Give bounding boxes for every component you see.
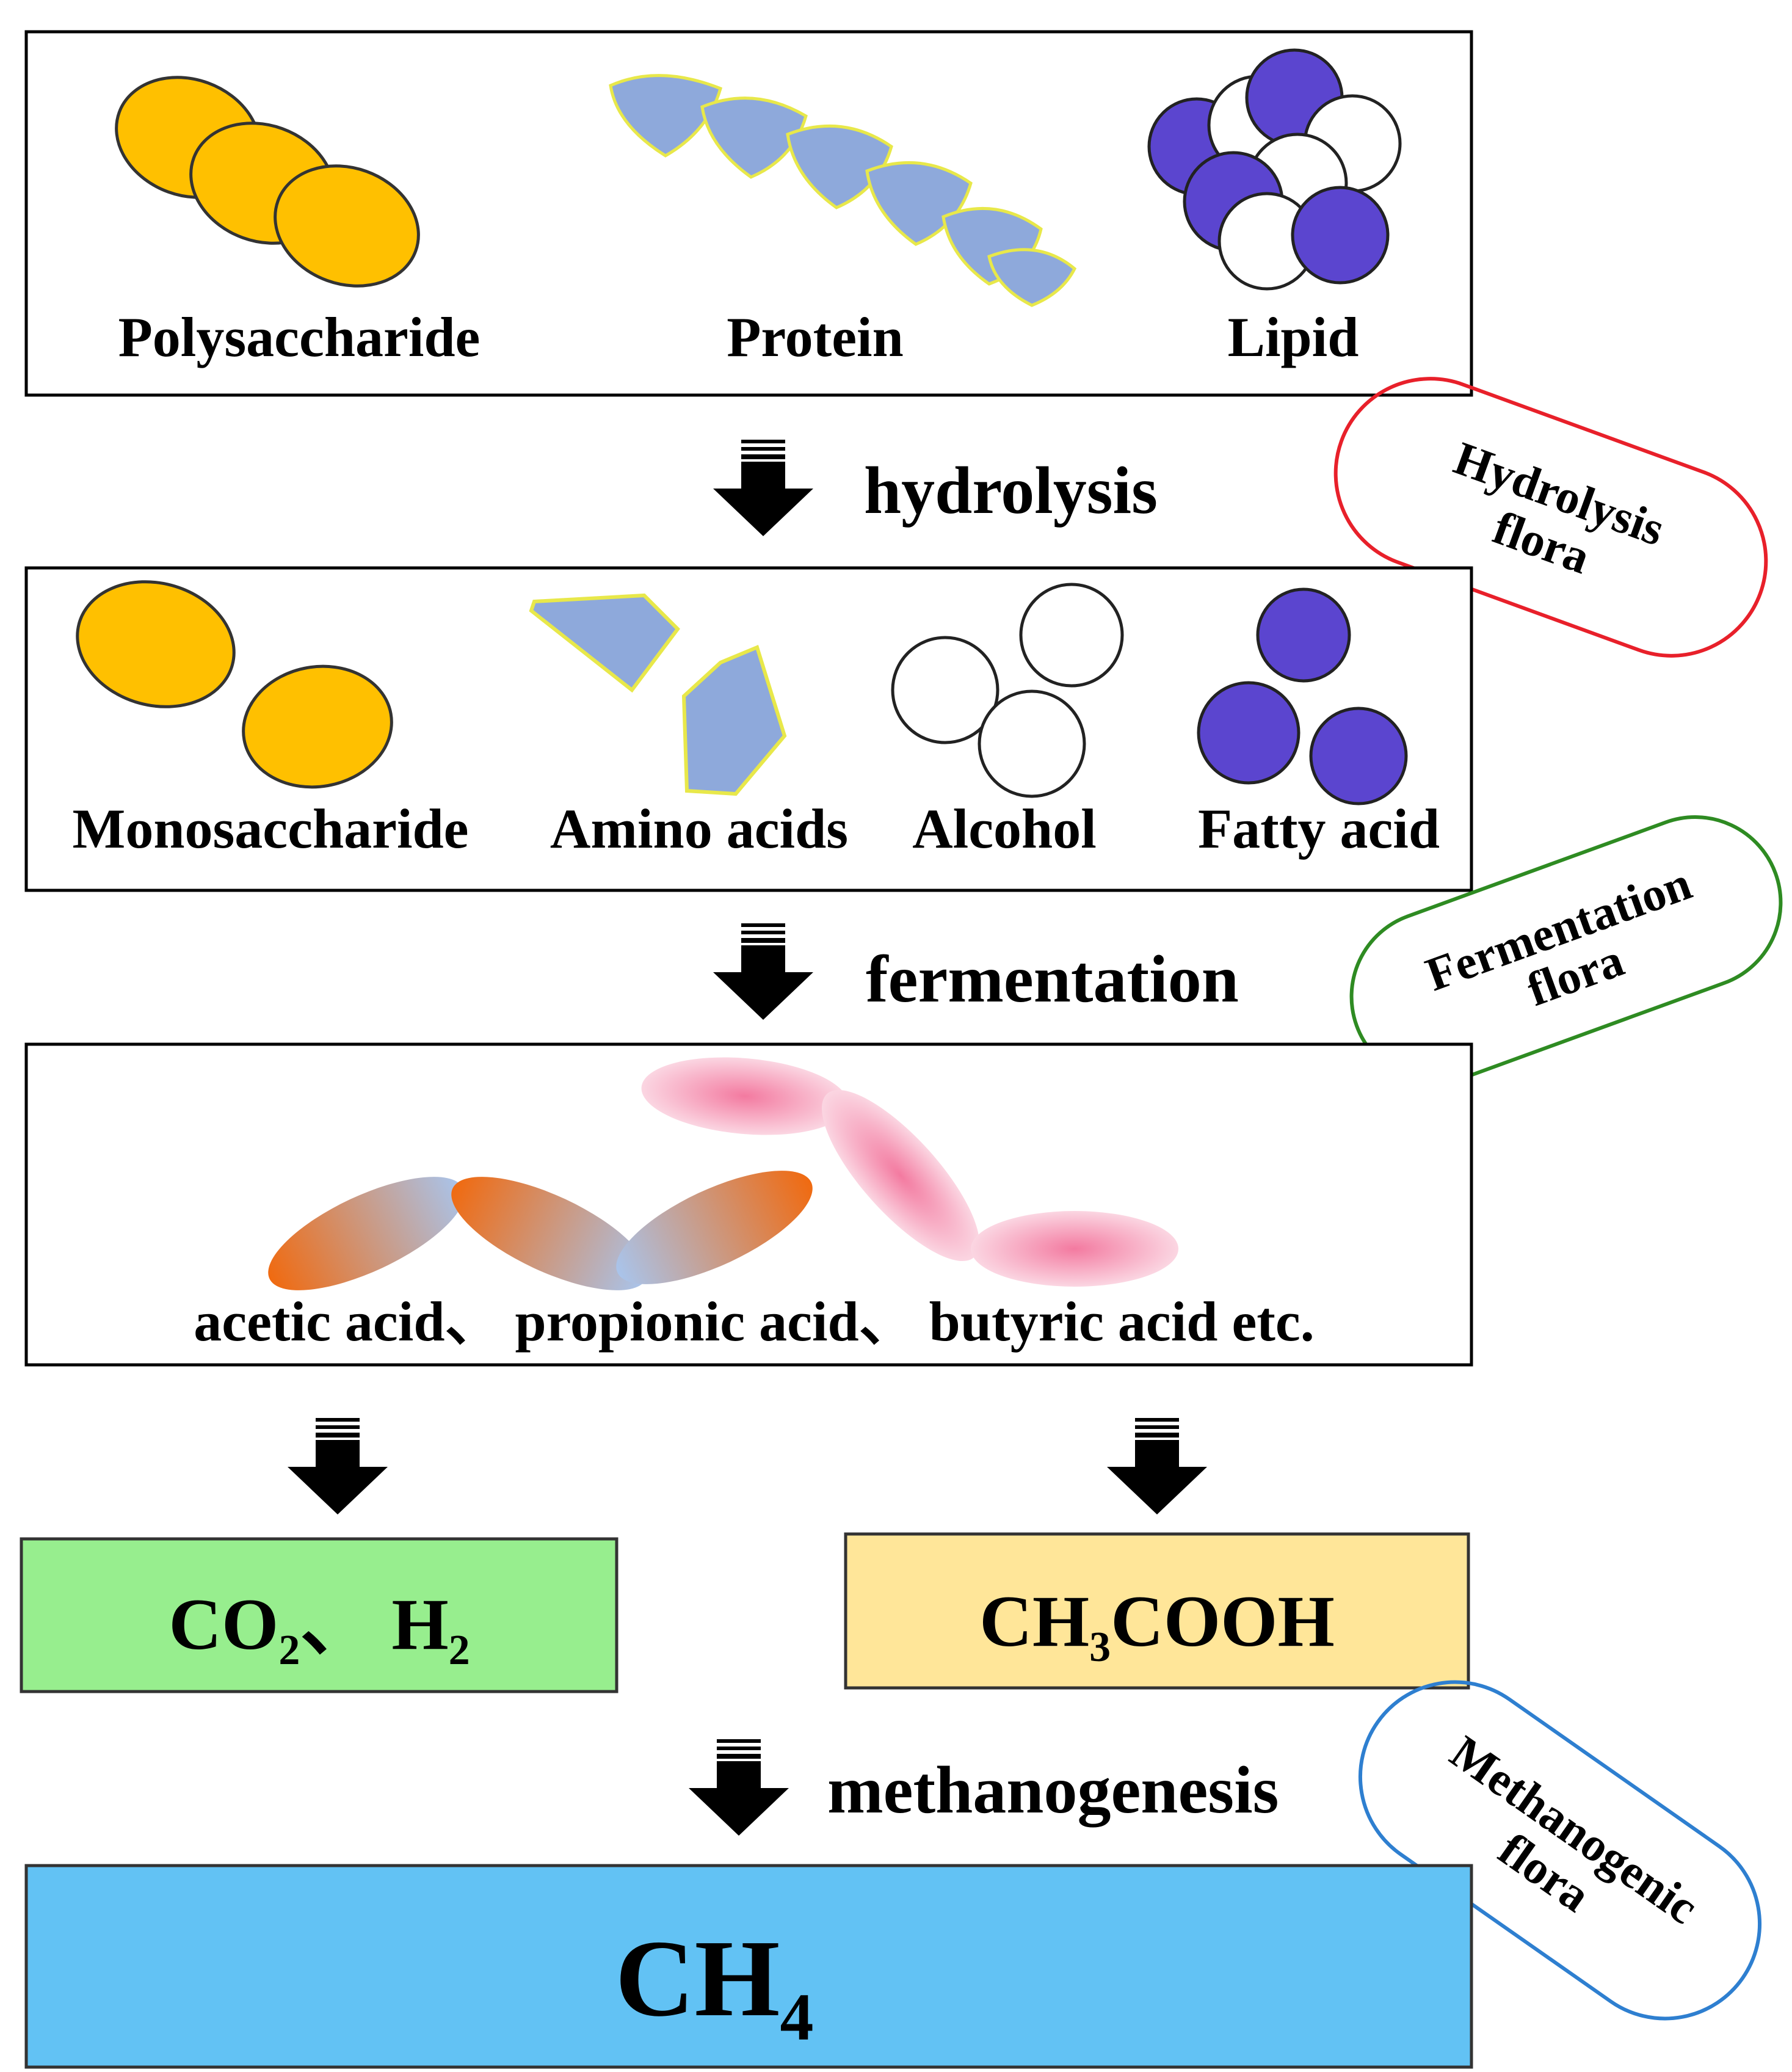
label-protein: Protein <box>727 306 904 368</box>
acetate-box <box>844 1532 1470 1690</box>
fatty-acid-icon <box>1197 587 1408 805</box>
right-split-arrow-icon <box>1107 1418 1207 1514</box>
label-monosaccharide: Monosaccharide <box>72 798 468 860</box>
alcohol-icon <box>891 583 1124 798</box>
label-amino-acids: Amino acids <box>550 798 848 860</box>
co2-h2-label: CO2、 H2 <box>169 1583 470 1674</box>
acetate-label: CH3COOH <box>979 1580 1335 1671</box>
monosaccharide-icon <box>76 580 393 789</box>
step-methanogenesis: methanogenesis <box>827 1753 1279 1827</box>
ch4-box <box>24 1864 1473 2069</box>
polysaccharide-icon <box>115 76 420 288</box>
label-alcohol: Alcohol <box>912 798 1097 860</box>
label-lipid: Lipid <box>1228 306 1359 368</box>
label-volatile-fatty-acids: acetic acid、 propionic acid、 butyric aci… <box>194 1290 1315 1353</box>
protein-icon <box>609 74 1077 307</box>
volatile-fatty-acids-icon <box>268 1057 1178 1290</box>
step-fermentation: fermentation <box>866 942 1239 1016</box>
label-polysaccharide: Polysaccharide <box>118 306 481 368</box>
fermentation-arrow-icon <box>713 923 813 1020</box>
hydrolysis-arrow-icon <box>713 440 813 536</box>
label-fatty-acid: Fatty acid <box>1198 798 1440 860</box>
lipid-icon <box>1147 48 1402 291</box>
left-split-arrow-icon <box>288 1418 388 1514</box>
amino-acids-icon <box>529 593 787 796</box>
ch4-label: CH4 <box>615 1918 814 2054</box>
methanogenesis-arrow-icon <box>689 1739 789 1836</box>
step-hydrolysis: hydrolysis <box>864 453 1158 528</box>
co2-h2-box <box>20 1537 618 1693</box>
